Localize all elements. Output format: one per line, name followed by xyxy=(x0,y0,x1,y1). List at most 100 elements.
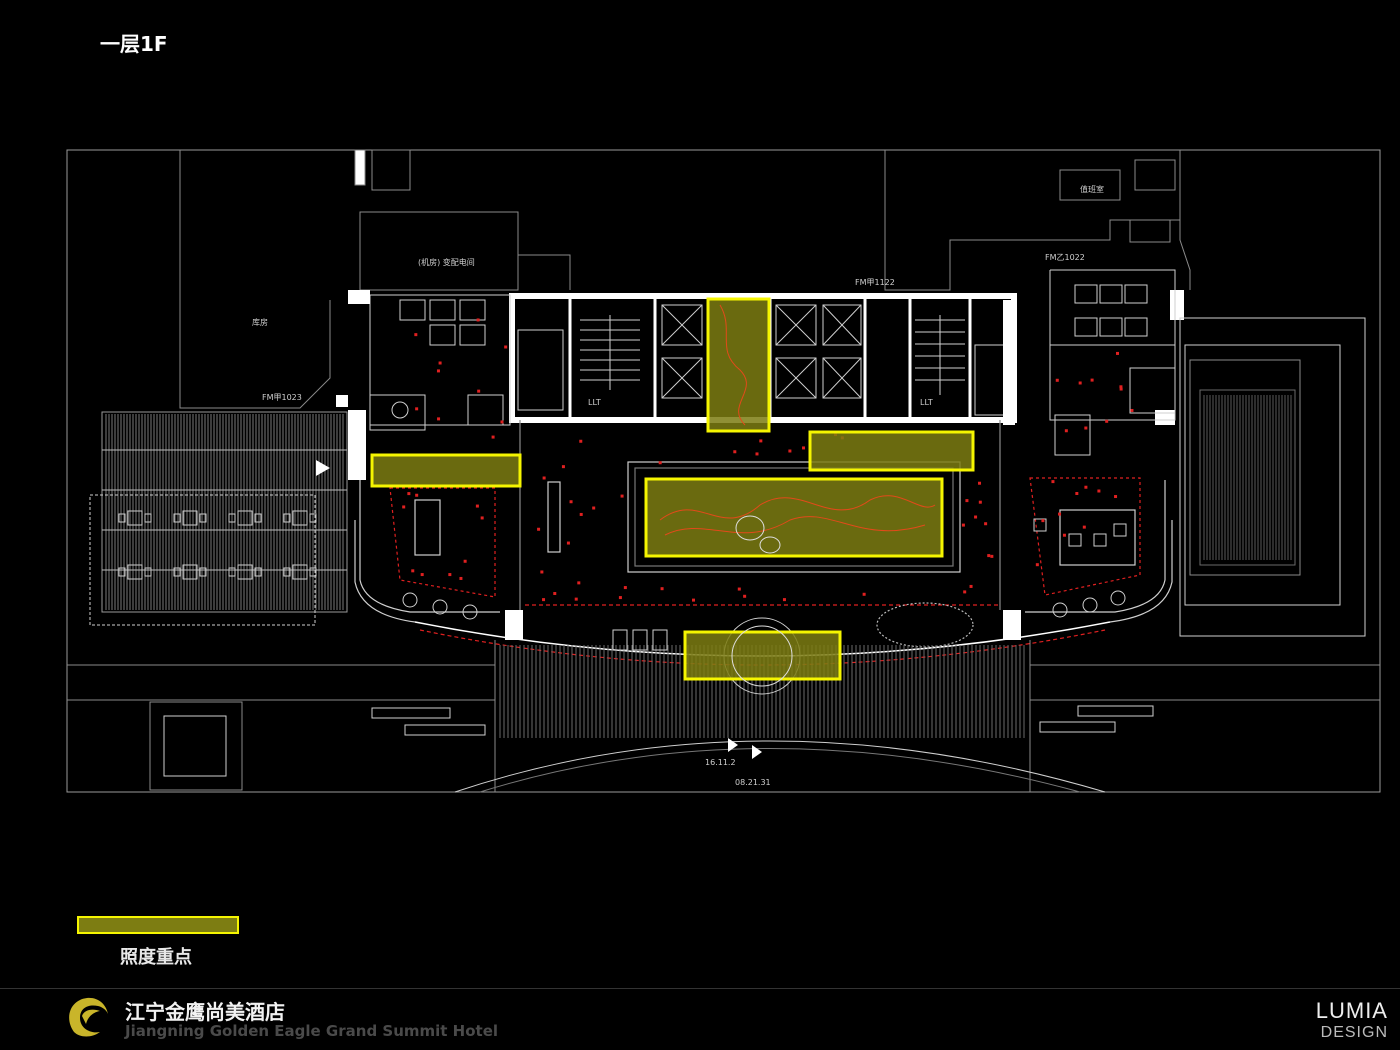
chair-symbol xyxy=(254,513,262,523)
light-fixture xyxy=(1090,378,1094,382)
seat-symbol xyxy=(1033,518,1047,532)
plan-label: FM乙1022 xyxy=(1045,253,1085,262)
stair-right xyxy=(915,315,965,395)
light-fixture xyxy=(1130,408,1134,412)
light-fixture xyxy=(692,598,696,602)
hotel-name-en: Jiangning Golden Eagle Grand Summit Hote… xyxy=(125,1022,499,1040)
service-cluster-left xyxy=(369,294,511,431)
page-title: 一层1F xyxy=(100,32,168,56)
light-fixture xyxy=(476,318,480,322)
plan-label: 值班室 xyxy=(1080,184,1104,194)
light-fixture xyxy=(1115,351,1119,355)
light-fixture xyxy=(1075,491,1079,495)
light-fixture xyxy=(737,587,741,591)
brand-line-1: LUMIA xyxy=(1315,998,1388,1023)
light-fixture xyxy=(411,569,415,573)
light-fixture xyxy=(1078,381,1082,385)
plan-label: (机房) 变配电间 xyxy=(418,257,475,267)
light-fixture xyxy=(755,452,759,456)
illuminance-zones xyxy=(370,297,975,681)
light-fixture xyxy=(1055,378,1059,382)
light-fixture xyxy=(1082,525,1086,529)
core-rooms xyxy=(517,304,1010,416)
light-fixture xyxy=(1041,519,1045,523)
light-fixture xyxy=(1119,385,1123,389)
upper-left-blocks xyxy=(179,149,571,409)
chair-symbol xyxy=(173,513,181,523)
light-fixture xyxy=(477,389,481,393)
chair-symbol xyxy=(118,513,126,523)
light-fixture xyxy=(965,499,969,503)
light-fixture xyxy=(1114,495,1118,499)
light-fixture xyxy=(537,527,541,531)
legend-label: 照度重点 xyxy=(120,947,192,968)
light-fixture xyxy=(1084,426,1088,430)
lounge-chair-symbol xyxy=(432,599,448,615)
light-fixture xyxy=(1064,429,1068,433)
table-symbol xyxy=(127,564,143,580)
lounge-chair-symbol xyxy=(462,604,478,620)
light-fixture xyxy=(577,581,581,585)
light-fixture xyxy=(660,587,664,591)
chair-symbol xyxy=(228,567,236,577)
chair-symbol xyxy=(228,513,236,523)
light-fixture xyxy=(420,573,424,577)
light-fixture xyxy=(579,512,583,516)
lounge-chair-symbol xyxy=(402,592,418,608)
light-fixture xyxy=(491,435,495,439)
light-fixture xyxy=(1105,419,1109,423)
chair-symbol xyxy=(309,513,317,523)
lounge-chair-symbol xyxy=(1052,602,1068,618)
light-fixture xyxy=(1058,512,1062,516)
zone-bar-right xyxy=(808,430,975,472)
zone-entrance xyxy=(683,630,842,681)
chair-symbol xyxy=(144,513,152,523)
plan-label: LLT xyxy=(588,398,601,407)
table-symbol xyxy=(127,510,143,526)
pergola-left xyxy=(89,411,348,626)
light-fixture xyxy=(978,500,982,504)
plan-label: FM甲1122 xyxy=(855,278,895,287)
brand-line-2: DESIGN xyxy=(1320,1024,1388,1041)
light-fixture xyxy=(438,361,442,365)
upper-right-blocks xyxy=(884,150,1191,291)
chair-symbol xyxy=(144,567,152,577)
light-fixture xyxy=(569,500,573,504)
plan-label: 08.21.31 xyxy=(735,778,771,787)
service-cluster-right xyxy=(1049,269,1176,456)
table-symbol xyxy=(292,510,308,526)
seat-symbol xyxy=(1113,523,1127,537)
plan-frame xyxy=(66,149,1381,793)
chair-symbol xyxy=(199,567,207,577)
light-fixture xyxy=(802,446,806,450)
legend-swatch xyxy=(77,916,239,934)
golden-eagle-logo-icon xyxy=(69,997,108,1037)
light-fixture xyxy=(542,476,546,480)
light-fixture xyxy=(475,504,479,508)
brand-mark: LUMIA DESIGN xyxy=(1316,998,1388,1042)
plan-label: 16.11.2 xyxy=(705,758,736,767)
light-fixture xyxy=(437,417,441,421)
light-fixture xyxy=(1035,563,1039,567)
chair-symbol xyxy=(199,513,207,523)
light-fixture xyxy=(862,592,866,596)
zone-lobby-center xyxy=(644,477,944,558)
light-fixture xyxy=(540,570,544,574)
chair-symbol xyxy=(173,567,181,577)
light-fixture xyxy=(415,493,419,497)
light-fixture xyxy=(553,592,557,596)
table-symbol xyxy=(237,564,253,580)
door-symbol xyxy=(632,629,648,651)
chair-symbol xyxy=(254,567,262,577)
light-fixture xyxy=(987,554,991,558)
plan-label: 库房 xyxy=(252,317,268,327)
entrance-forecourt xyxy=(67,460,1380,793)
light-fixture xyxy=(500,420,504,424)
table-symbol xyxy=(292,564,308,580)
light-fixture xyxy=(561,465,565,469)
light-fixture xyxy=(978,481,982,485)
chair-symbol xyxy=(118,567,126,577)
light-fixture xyxy=(1062,533,1066,537)
chair-symbol xyxy=(283,513,291,523)
